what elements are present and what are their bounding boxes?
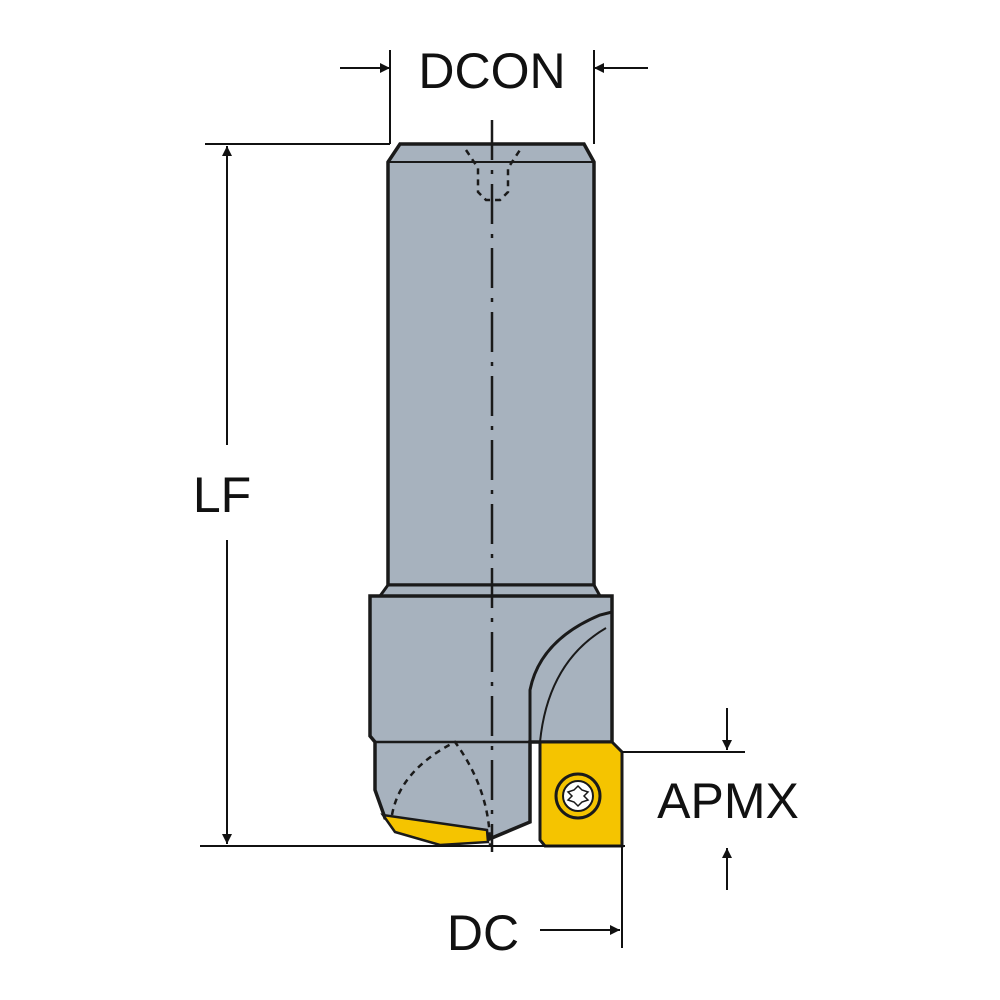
chip-pocket [528,610,613,742]
rear-insert-edge [380,813,490,847]
dcon-dimension: DCON [340,43,648,144]
apmx-dimension: APMX [622,708,799,890]
lf-label: LF [193,467,251,523]
chip-pocket-inner [539,627,607,743]
insert [538,740,624,848]
dc-dimension: DC [447,846,623,961]
hidden-insert-outline [390,740,492,846]
torx-icon [566,784,590,808]
tool-body [368,120,614,852]
dc-label: DC [447,905,519,961]
lf-dimension: LF [193,143,625,847]
hidden-coolant-hole [464,149,522,202]
apmx-label: APMX [657,773,799,829]
dcon-label: DCON [418,43,565,99]
